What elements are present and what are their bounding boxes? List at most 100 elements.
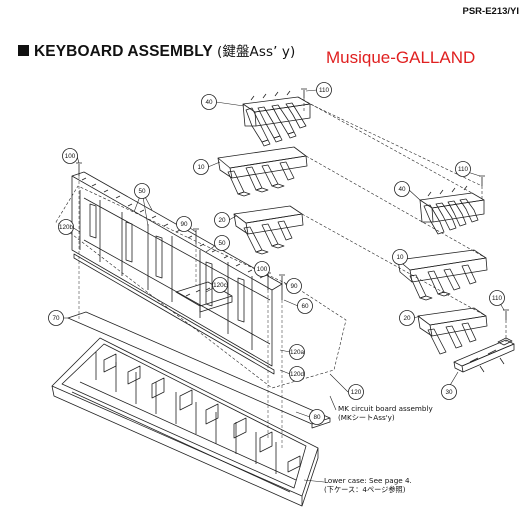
- callout-30: 30: [441, 384, 457, 400]
- callout-100: 100: [62, 148, 78, 164]
- page-title: KEYBOARD ASSEMBLY (鍵盤Ass’ y): [18, 40, 295, 61]
- title-square-icon: [18, 45, 29, 56]
- callout-label: 50: [218, 240, 226, 247]
- callout-label: 110: [458, 166, 469, 173]
- callout-label: 120b: [59, 224, 74, 231]
- callout-120: 120: [348, 384, 364, 400]
- mk-board-note-line1: MK circuit board assembly: [338, 404, 433, 413]
- callout-100: 100: [254, 261, 270, 277]
- leader-lines: [64, 89, 505, 483]
- callout-label: 100: [65, 153, 76, 160]
- callout-label: 90: [180, 221, 188, 228]
- board-120c: [175, 281, 233, 313]
- callout-60: 60: [297, 298, 313, 314]
- callout-circle: [297, 298, 313, 314]
- lower-case-note-line2: (下ケース：4ページ参照): [324, 485, 406, 494]
- callout-120c: 120c: [212, 277, 228, 293]
- callout-circle: [316, 82, 332, 98]
- callout-label: 40: [205, 99, 213, 106]
- callout-label: 110: [492, 295, 503, 302]
- callout-70: 70: [48, 310, 64, 326]
- watermark-text: Musique-GALLAND: [326, 48, 476, 67]
- callout-90: 90: [286, 278, 302, 294]
- callout-label: 100: [257, 266, 268, 273]
- callout-20: 20: [399, 310, 415, 326]
- callout-label: 40: [398, 186, 406, 193]
- key-block-20-upper: [233, 205, 304, 255]
- title-japanese: (鍵盤Ass’ y): [216, 44, 296, 60]
- callout-circle: [348, 384, 364, 400]
- callout-20: 20: [214, 212, 230, 228]
- callout-label: 10: [396, 254, 404, 261]
- screws-110: [301, 88, 509, 320]
- callout-label: 60: [301, 303, 309, 310]
- callout-circle: [289, 344, 305, 360]
- callout-circle: [214, 212, 230, 228]
- key-block-40-top: [242, 90, 311, 147]
- title-text: KEYBOARD ASSEMBLY: [34, 43, 213, 60]
- callout-110: 110: [455, 161, 471, 177]
- callout-label: 90: [290, 283, 298, 290]
- callout-circle: [201, 94, 217, 110]
- callout-label: 120a: [290, 349, 305, 356]
- callout-110: 110: [316, 82, 332, 98]
- callout-40: 40: [201, 94, 217, 110]
- key-block-20-right: [417, 307, 488, 355]
- callout-circle: [214, 235, 230, 251]
- lower-case-note-line1: Lower case: See page 4.: [324, 476, 412, 485]
- callout-circle: [489, 290, 505, 306]
- callout-label: 120d: [290, 371, 305, 378]
- callout-50: 50: [134, 183, 150, 199]
- callout-120d: 120d: [289, 366, 305, 382]
- callout-circle: [392, 249, 408, 265]
- callout-circle: [62, 148, 78, 164]
- callout-90: 90: [176, 216, 192, 232]
- callout-circle: [58, 219, 74, 235]
- callout-label: 120: [351, 389, 362, 396]
- callout-circle: [286, 278, 302, 294]
- callout-label: 20: [218, 217, 226, 224]
- callout-120b: 120b: [58, 219, 74, 235]
- callout-40: 40: [394, 181, 410, 197]
- callout-circle: [289, 366, 305, 382]
- key-block-10-upper: [217, 146, 308, 197]
- mk-board-note: MK circuit board assembly (MKシートAss'y): [338, 404, 433, 422]
- bracket-30: [453, 337, 515, 373]
- key-block-40-right: [419, 185, 485, 235]
- callout-label: 10: [197, 164, 205, 171]
- callout-110: 110: [489, 290, 505, 306]
- model-number: PSR-E213/YI: [462, 6, 520, 17]
- lower-case: [51, 337, 319, 507]
- callout-circle: [48, 310, 64, 326]
- callout-circle: [212, 277, 228, 293]
- contact-dots: [81, 177, 265, 279]
- callout-10: 10: [193, 159, 209, 175]
- mk-board-note-line2: (MKシートAss'y): [338, 413, 395, 422]
- lower-case-note: Lower case: See page 4. (下ケース：4ページ参照): [324, 476, 412, 494]
- callout-label: 50: [138, 188, 146, 195]
- strip-70: [67, 311, 331, 429]
- callout-circle: [455, 161, 471, 177]
- callout-circle: [394, 181, 410, 197]
- callout-label: 110: [319, 87, 330, 94]
- callout-10: 10: [392, 249, 408, 265]
- callout-label: 120c: [213, 282, 227, 289]
- callout-label: 70: [52, 315, 60, 322]
- callout-circle: [254, 261, 270, 277]
- callout-50: 50: [214, 235, 230, 251]
- callout-circle: [134, 183, 150, 199]
- callout-label: 30: [445, 389, 453, 396]
- callout-circle: [309, 409, 325, 425]
- callout-label: 20: [403, 315, 411, 322]
- key-block-10-right: [397, 249, 488, 301]
- callout-circle: [193, 159, 209, 175]
- callout-circle: [441, 384, 457, 400]
- mk-board-outline: [55, 185, 347, 389]
- contact-panel: [71, 171, 283, 375]
- callouts: 110 40 10 110 40 20 10 100 50 120b 90 50 100 120c 90 60…: [48, 82, 505, 425]
- callout-label: 80: [313, 414, 321, 421]
- callout-circle: [176, 216, 192, 232]
- callout-circle: [399, 310, 415, 326]
- guide-lines-right: [297, 96, 507, 342]
